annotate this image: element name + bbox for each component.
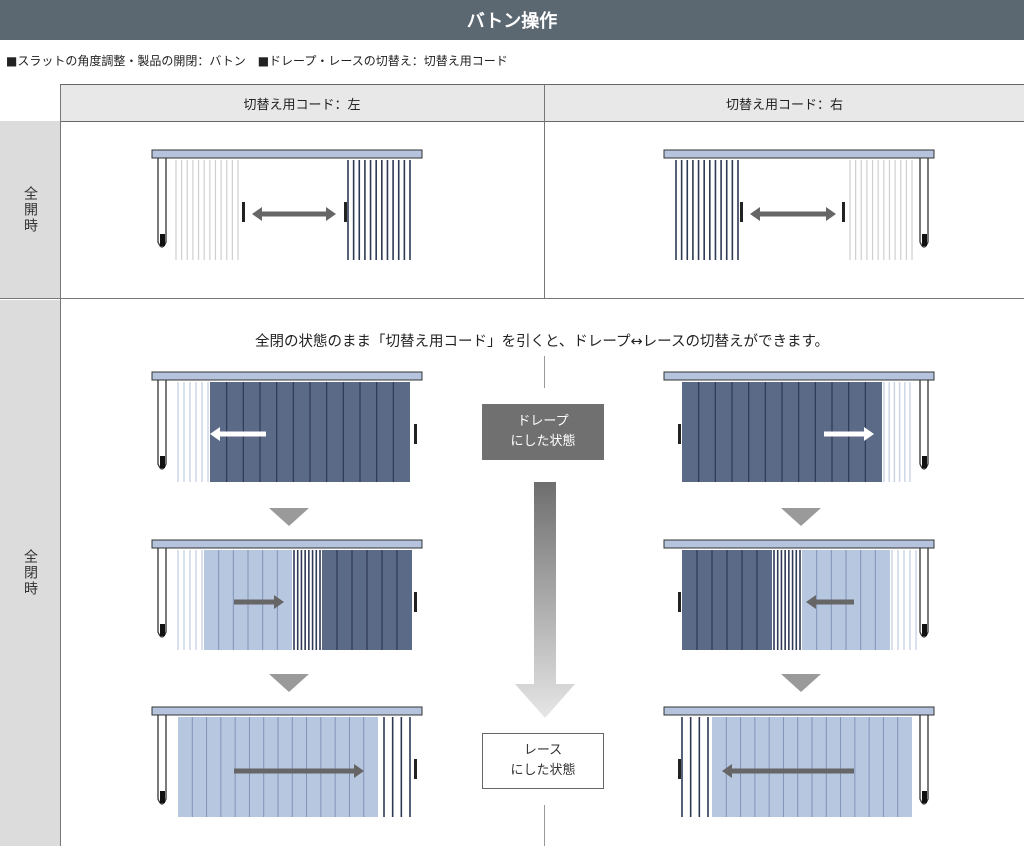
triangle-down-icon	[781, 508, 821, 526]
baton-wand	[678, 424, 681, 444]
blind-closed-left-lace	[151, 706, 423, 817]
arrow-head	[326, 207, 336, 221]
baton-wand	[344, 202, 347, 222]
baton-wand	[678, 759, 681, 779]
lace-state-line-1: レース	[523, 743, 563, 758]
blind-open-left	[151, 149, 423, 260]
head-rail	[663, 149, 935, 159]
row-label-divider	[60, 84, 61, 846]
column-divider	[544, 84, 545, 298]
triangle-down-icon	[269, 674, 309, 692]
center-guide-lower	[544, 805, 545, 846]
cord-weight	[160, 791, 165, 803]
arrow-head	[722, 764, 732, 778]
head-rail	[151, 149, 423, 159]
pull-cord	[919, 715, 929, 805]
arrow-head	[864, 427, 874, 441]
baton-wand	[414, 759, 417, 779]
row-label-closed: 全閉時	[0, 300, 60, 846]
cord-weight	[922, 624, 927, 636]
head-rail	[663, 539, 935, 549]
blind-closed-right-drape	[663, 371, 935, 482]
row-label-open: 全開時	[0, 121, 60, 298]
pull-cord	[157, 380, 167, 470]
arrow-head	[750, 207, 760, 221]
arrow-head	[210, 427, 220, 441]
row-divider	[0, 298, 1024, 299]
cord-weight	[922, 234, 927, 246]
baton-wand	[414, 424, 417, 444]
baton-wand	[242, 202, 245, 222]
drape-state-line-1: ドレープ	[517, 414, 569, 429]
baton-wand	[414, 592, 417, 612]
lace-state-label: レース にした状態	[482, 733, 604, 789]
blind-open-right	[663, 149, 935, 260]
column-header-right: 切替え用コード：右	[545, 84, 1024, 122]
cord-weight	[160, 234, 165, 246]
pull-cord	[157, 158, 167, 248]
cord-weight	[922, 456, 927, 468]
head-rail	[663, 371, 935, 381]
head-rail	[151, 706, 423, 716]
pull-cord	[919, 548, 929, 638]
blind-closed-right-switching	[663, 539, 935, 650]
center-guide-upper	[544, 356, 545, 388]
cord-weight	[160, 456, 165, 468]
operation-description: ■スラットの角度調整・製品の開閉：バトン ■ドレープ・レースの切替え：切替え用コ…	[6, 54, 508, 68]
blind-closed-left-switching	[151, 539, 423, 650]
gradient-down-arrow-icon	[515, 482, 575, 718]
baton-wand	[678, 592, 681, 612]
blind-closed-left-drape	[151, 371, 423, 482]
arrow-head	[826, 207, 836, 221]
triangle-down-icon	[781, 674, 821, 692]
head-rail	[151, 371, 423, 381]
cord-weight	[160, 624, 165, 636]
arrow-head	[274, 595, 284, 609]
baton-wand	[842, 202, 845, 222]
drape-state-label: ドレープ にした状態	[482, 404, 604, 460]
drape-state-line-2: にした状態	[510, 434, 576, 449]
head-rail	[663, 706, 935, 716]
triangle-down-icon	[269, 508, 309, 526]
pull-cord	[157, 715, 167, 805]
arrow-head	[806, 595, 816, 609]
arrow-head	[252, 207, 262, 221]
blind-closed-right-lace	[663, 706, 935, 817]
arrow-head	[354, 764, 364, 778]
baton-wand	[740, 202, 743, 222]
page-title: バトン操作	[0, 0, 1024, 40]
lace-state-line-2: にした状態	[510, 763, 576, 778]
pull-cord	[157, 548, 167, 638]
head-rail	[151, 539, 423, 549]
cord-weight	[922, 791, 927, 803]
column-header-left: 切替え用コード：左	[60, 84, 544, 122]
switch-note: 全閉の状態のまま「切替え用コード」を引くと、ドレープ↔レースの切替えができます。	[254, 334, 830, 350]
pull-cord	[919, 380, 929, 470]
pull-cord	[919, 158, 929, 248]
